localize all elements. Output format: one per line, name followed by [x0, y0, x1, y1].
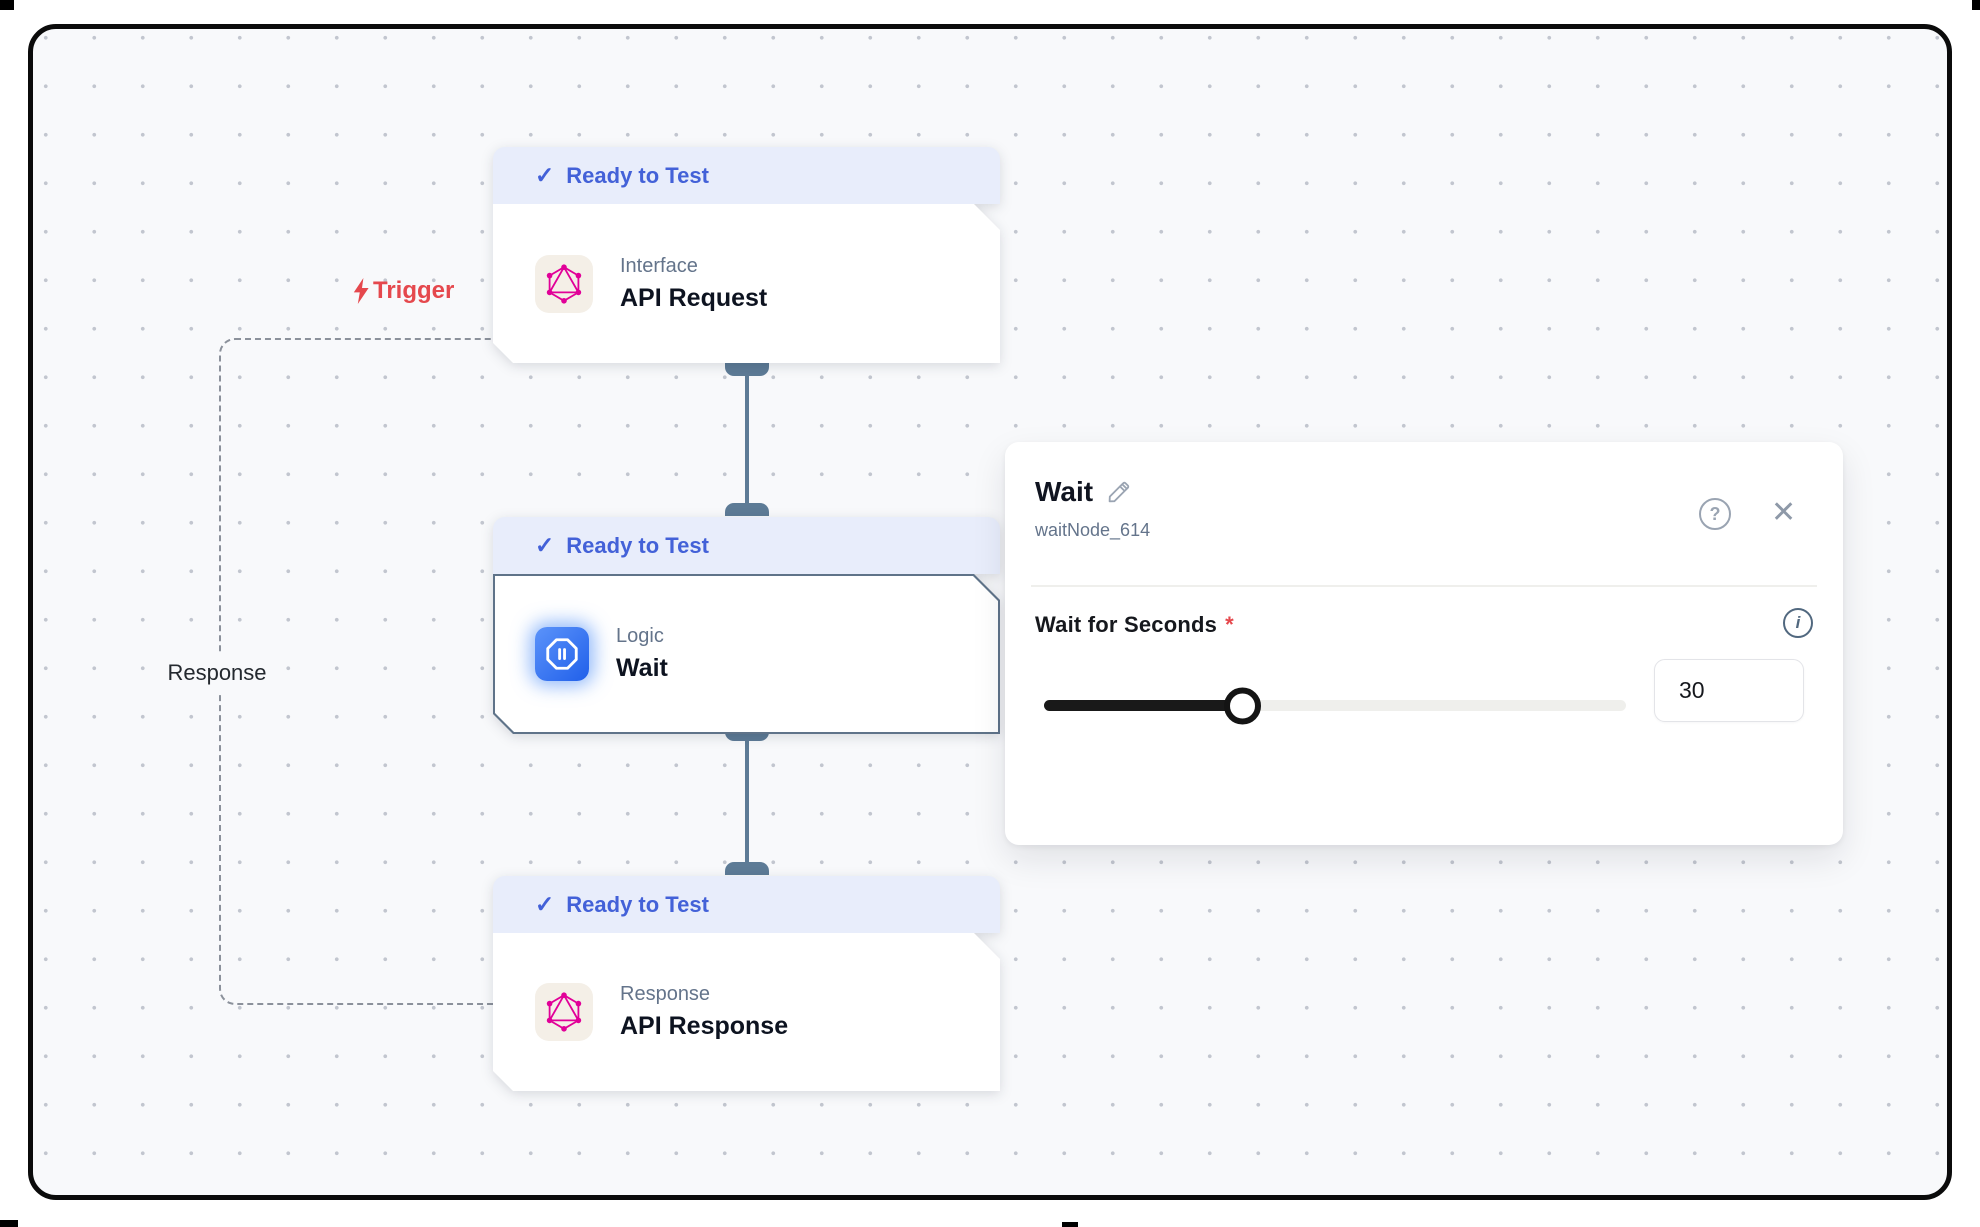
panel-divider — [1031, 585, 1817, 587]
corner-fragment-bottom-center — [1062, 1222, 1078, 1227]
corner-fragment-top-left — [0, 0, 14, 10]
info-icon[interactable]: i — [1783, 608, 1813, 638]
graphql-icon-tile — [535, 983, 593, 1041]
trigger-edge-label: Trigger — [351, 277, 454, 305]
node-type-label: Logic — [616, 625, 664, 647]
panel-title: Wait — [1035, 476, 1094, 507]
bolt-icon — [353, 278, 369, 304]
check-icon: ✓ — [535, 891, 555, 917]
connector-line-2 — [745, 740, 749, 862]
node-card-wait[interactable]: Logic Wait — [493, 574, 1000, 734]
node-title: API Request — [620, 283, 768, 312]
wait-seconds-input[interactable] — [1654, 659, 1804, 722]
node-title: API Response — [620, 1012, 789, 1040]
node-status-badge: ✓ Ready to Test — [493, 517, 1000, 574]
slider-thumb[interactable] — [1223, 687, 1261, 724]
pause-icon — [543, 635, 581, 673]
wait-seconds-field: Wait for Seconds * i — [1005, 608, 1843, 724]
node-status-badge: ✓ Ready to Test — [493, 876, 1000, 933]
panel-header: Wait waitNode_614 ? ✕ — [1005, 442, 1843, 541]
node-status-text: Ready to Test — [566, 162, 709, 188]
help-icon[interactable]: ? — [1699, 498, 1731, 530]
node-status-text: Ready to Test — [566, 891, 709, 917]
connector-line-1 — [745, 375, 749, 503]
node-type-label: Interface — [620, 254, 698, 277]
node-card-api-request[interactable]: Interface API Request — [493, 204, 1000, 363]
panel-node-id: waitNode_614 — [1035, 520, 1151, 540]
required-asterisk: * — [1225, 612, 1234, 637]
corner-fragment-bottom-left — [0, 1220, 18, 1227]
wait-node-panel: Wait waitNode_614 ? ✕ Wait for Seconds *… — [1005, 442, 1843, 845]
field-label: Wait for Seconds — [1035, 612, 1218, 637]
edit-pencil-icon[interactable] — [1107, 480, 1131, 504]
response-edge-label: Response — [159, 654, 275, 692]
node-api-response[interactable]: ✓ Ready to Test — [493, 876, 1000, 1091]
node-card-api-response[interactable]: Response API Response — [493, 933, 1000, 1091]
pause-icon-tile — [535, 627, 589, 681]
slider-fill — [1044, 700, 1242, 711]
graphql-icon — [544, 992, 584, 1032]
info-glyph: i — [1795, 613, 1801, 632]
close-icon[interactable]: ✕ — [1767, 494, 1800, 532]
trigger-label-text: Trigger — [373, 277, 455, 304]
check-icon: ✓ — [535, 162, 555, 188]
slider-track[interactable] — [1044, 687, 1626, 724]
help-glyph: ? — [1709, 503, 1721, 524]
corner-fragment-top-right — [1972, 0, 1980, 10]
node-api-request[interactable]: ✓ Ready to Test — [493, 147, 1000, 363]
node-type-label: Response — [620, 983, 711, 1005]
close-glyph: ✕ — [1771, 496, 1797, 529]
graphql-icon-tile — [535, 255, 593, 313]
connector-port-in-1[interactable] — [725, 503, 769, 516]
connector-port-in-2[interactable] — [725, 862, 769, 875]
graphql-icon — [544, 264, 584, 304]
node-status-text: Ready to Test — [566, 532, 709, 558]
node-status-badge: ✓ Ready to Test — [493, 147, 1000, 204]
node-title: Wait — [616, 654, 668, 682]
node-wait[interactable]: ✓ Ready to Test Logic Wait — [493, 517, 1000, 734]
connector-port-out-1[interactable] — [725, 363, 769, 376]
check-icon: ✓ — [535, 532, 555, 558]
